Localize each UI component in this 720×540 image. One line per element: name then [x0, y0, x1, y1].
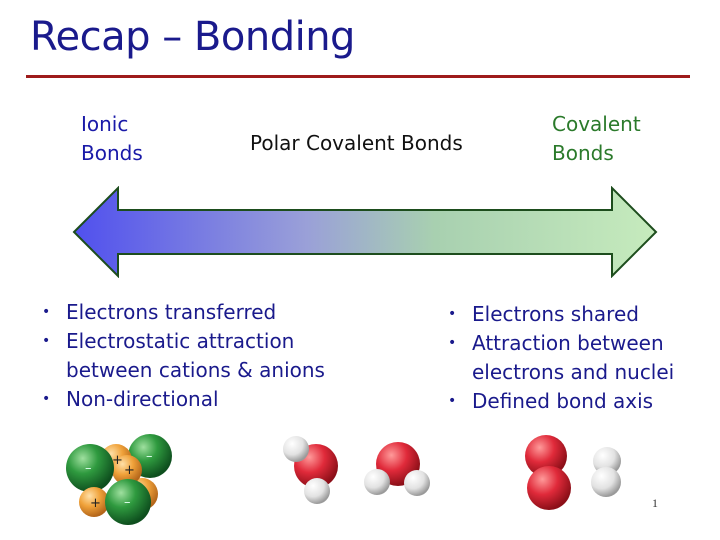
ionic-label-line1: Ionic: [81, 112, 129, 136]
anion-sphere: [105, 479, 151, 525]
anion-sphere: [66, 444, 114, 492]
oxygen-atom: [525, 435, 567, 477]
list-item: Attraction between electrons and nuclei: [446, 329, 706, 387]
hydrogen-atom: [404, 470, 430, 496]
cation-sphere: [79, 487, 109, 517]
title-divider: [26, 75, 690, 78]
list-item: Non-directional: [40, 385, 370, 414]
cation-sphere: [112, 455, 142, 485]
covalent-bonds-label: Covalent Bonds: [552, 110, 641, 168]
ionic-label-line2: Bonds: [81, 141, 143, 165]
list-item: Electrostatic attraction between cations…: [40, 327, 370, 385]
ion-sign: –: [85, 461, 92, 476]
water-molecule-illustration: [283, 436, 338, 504]
list-item: Electrons shared: [446, 300, 706, 329]
covalent-properties-list: Electrons shared Attraction between elec…: [446, 300, 706, 416]
ion-sign: –: [124, 495, 131, 510]
ion-sign: –: [146, 449, 153, 464]
ionic-lattice-illustration: + + + – – –: [66, 434, 172, 525]
oxygen-atom: [527, 466, 571, 510]
covalent-label-line2: Bonds: [552, 141, 614, 165]
water-molecule-illustration: [364, 442, 430, 496]
double-headed-arrow-shape: [72, 186, 658, 278]
list-item: Defined bond axis: [446, 387, 706, 416]
hydrogen-molecule-illustration: [591, 447, 621, 497]
hydrogen-atom: [364, 469, 390, 495]
ion-sign: +: [124, 463, 135, 478]
hydrogen-atom: [283, 436, 309, 462]
ion-sign: +: [112, 453, 123, 468]
ion-sign: +: [90, 496, 101, 511]
ionic-bonds-label: Ionic Bonds: [81, 110, 143, 168]
page-number: 1: [652, 496, 658, 510]
ionic-properties-list: Electrons transferred Electrostatic attr…: [40, 298, 370, 414]
bond-spectrum-arrow: [72, 186, 658, 278]
hydrogen-atom: [593, 447, 621, 475]
covalent-label-line1: Covalent: [552, 112, 641, 136]
list-item: Electrons transferred: [40, 298, 370, 327]
oxygen-molecule-illustration: [525, 435, 571, 510]
hydrogen-atom: [591, 467, 621, 497]
polar-covalent-label: Polar Covalent Bonds: [250, 131, 463, 155]
page-title: Recap – Bonding: [30, 14, 355, 60]
hydrogen-atom: [304, 478, 330, 504]
